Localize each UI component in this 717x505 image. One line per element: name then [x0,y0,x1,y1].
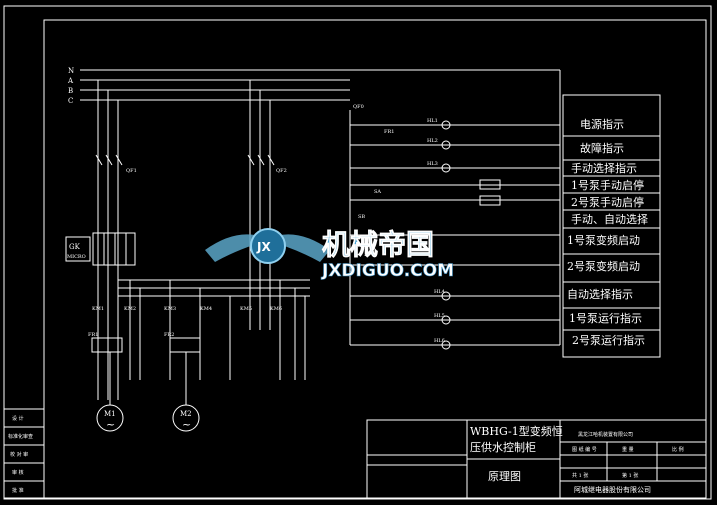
fr1-label: FR1 [88,332,98,338]
km3-label: KM3 [164,306,176,312]
qf2-label: QF2 [276,168,287,174]
tb-cell: 重 量 [622,446,634,453]
legend-item: 1号泵变频启动 [567,233,640,247]
km6-label: KM6 [270,306,282,312]
legend-item: 2号泵手动启停 [571,195,644,209]
legend-item: 1号泵运行指示 [569,311,642,325]
title-line2: 压供水控制柜 [470,440,536,454]
watermark-title: 机械帝国 [322,228,434,261]
legend-item: 手动、自动选择 [571,212,648,226]
watermark-logo: JX [205,228,330,264]
stamp-cell: 批 准 [12,487,24,494]
stamp-cell: 审 核 [12,469,24,476]
gk-sub-label: MICRO [67,254,86,260]
motor1-symbol: ~ [106,418,115,431]
hl4-label: HL4 [434,289,445,295]
tb-cell: 第 1 张 [622,472,638,479]
watermark-sub: JXDIGUO.COM [321,261,454,281]
km1-label: KM1 [92,306,104,312]
gk-label: GK [69,243,81,251]
km4-label: KM4 [200,306,212,312]
tb-cell: 图 纸 编 号 [572,446,597,453]
motor2-label: M2 [180,410,192,418]
phase-n-label: N [68,67,74,75]
motor2-symbol: ~ [182,418,191,431]
sa-label: SA [374,189,381,195]
motor1-label: M1 [104,410,116,418]
legend-item: 1号泵手动启停 [571,178,644,192]
legend-item: 电源指示 [580,117,624,131]
stamp-cell: 设 计 [12,415,24,422]
phase-c-label: C [68,97,73,105]
legend-item: 自动选择指示 [567,287,633,301]
hl1-label: HL1 [427,118,438,124]
company-bottom: 阿城继电器股份有限公司 [574,485,651,494]
qf0-label: QF0 [353,104,364,110]
tb-cell: 共 1 张 [572,472,588,479]
legend-item: 2号泵变频启动 [567,259,640,273]
gear-icon [250,228,286,264]
fr1-ctrl-label: FR1 [384,129,394,135]
km5-label: KM5 [240,306,252,312]
drawing-name: 原理图 [488,470,521,483]
company-top: 黑龙江哈机装置有限公司 [578,431,633,438]
badge-text: JX [256,240,271,254]
hl3-label: HL3 [427,161,438,167]
legend-item: 故障指示 [580,141,624,155]
legend-item: 手动选择指示 [571,161,637,175]
qf1-label: QF1 [126,168,137,174]
legend-item: 2号泵运行指示 [572,333,645,347]
phase-a-label: A [67,77,74,85]
sb-label: SB [358,214,365,220]
km2-label: KM2 [124,306,136,312]
hl5-label: HL5 [434,313,445,319]
tb-cell: 比 例 [672,446,684,453]
stamp-cell: 校 对 审 [10,451,28,458]
stamp-cell: 标准化审查 [8,433,33,440]
hl2-label: HL2 [427,138,438,144]
hl6-label: HL6 [434,338,445,344]
title-line1: WBHG-1型变频恒 [470,424,563,438]
fr2-label: FR2 [164,332,174,338]
phase-b-label: B [68,87,73,95]
